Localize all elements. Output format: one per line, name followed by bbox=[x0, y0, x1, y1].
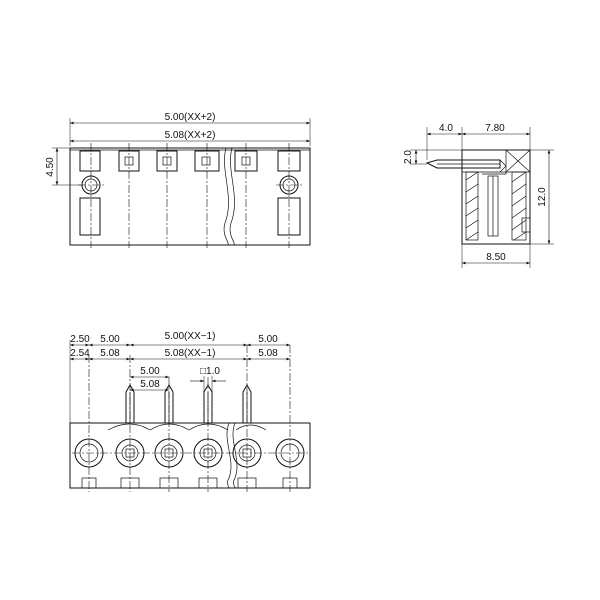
side-dim-pin-offset: 2.0 bbox=[403, 150, 414, 164]
side-housing-outline bbox=[461, 149, 531, 245]
bottom-dim-span-1: 5.00(XX−1) bbox=[165, 331, 216, 342]
front-dim-overall-2: 5.08(XX+2) bbox=[165, 130, 216, 141]
bottom-pin-2 bbox=[164, 383, 174, 423]
front-break-line bbox=[223, 147, 229, 246]
front-view: 5.00(XX+2) 5.08(XX+2) 4.50 bbox=[45, 112, 311, 248]
side-dim-body-depth: 7.80 bbox=[485, 123, 505, 134]
front-dim-height: 4.50 bbox=[45, 157, 56, 177]
bottom-dim-first-2: 5.08 bbox=[100, 348, 120, 359]
bottom-dim-pin-square: □1.0 bbox=[200, 366, 220, 377]
side-dim-height: 12.0 bbox=[537, 187, 548, 207]
front-dim-overall-1: 5.00(XX+2) bbox=[165, 112, 216, 123]
bottom-dim-pitch-1: 5.00 bbox=[140, 366, 160, 377]
side-dim-pin-length: 4.0 bbox=[439, 123, 453, 134]
side-view: 4.0 7.80 2.0 12.0 8.50 bbox=[403, 123, 554, 268]
bottom-dim-first-1: 5.00 bbox=[100, 334, 120, 345]
bottom-body-outline bbox=[69, 422, 311, 489]
front-body-outline bbox=[69, 147, 311, 246]
side-pin bbox=[425, 159, 507, 173]
bottom-break-line bbox=[226, 422, 232, 489]
bottom-pin-3 bbox=[203, 383, 213, 423]
bottom-dim-edge-1: 2.50 bbox=[70, 334, 90, 345]
bottom-dim-last-1: 5.00 bbox=[258, 334, 278, 345]
bottom-dim-last-2: 5.08 bbox=[258, 348, 278, 359]
bottom-view: 2.50 5.00 5.00(XX−1) 5.00 2.54 5.08 5.08… bbox=[69, 331, 311, 492]
bottom-dim-span-2: 5.08(XX−1) bbox=[165, 348, 216, 359]
bottom-dim-pitch-2: 5.08 bbox=[140, 379, 160, 390]
side-dim-width: 8.50 bbox=[486, 252, 506, 263]
bottom-dim-edge-2: 2.54 bbox=[70, 348, 90, 359]
